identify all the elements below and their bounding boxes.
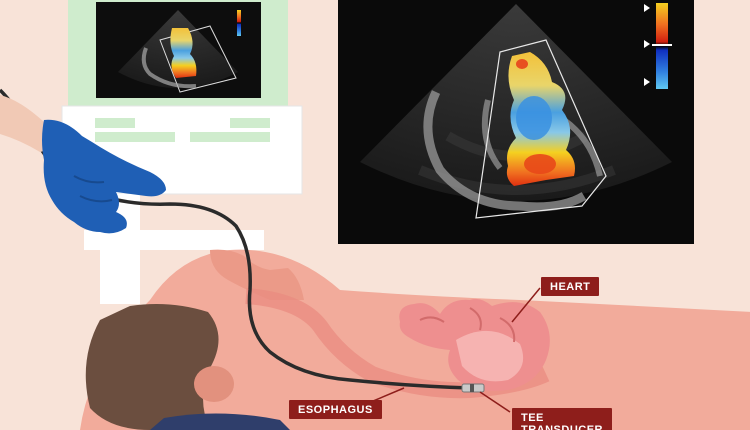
small-scan-roi-box (159, 25, 237, 93)
patient-hair (85, 304, 219, 430)
cart-shelf (84, 230, 264, 250)
gloved-hand-icon (0, 95, 166, 234)
scale-mid-arrow-icon (644, 40, 650, 48)
esophagus-label: ESOPHAGUS (289, 400, 382, 419)
scale-bottom-arrow-icon (644, 78, 650, 86)
tissue-echo-left (423, 90, 587, 212)
heart-leader-line (511, 287, 541, 323)
console-key-left (95, 132, 175, 142)
small-scale-bar (237, 10, 241, 36)
tee-leader-line (479, 391, 511, 413)
large-scan-panel (338, 0, 694, 244)
small-scan-color-flow (170, 28, 197, 78)
heart-label: HEART (541, 277, 600, 296)
patient-collar (150, 413, 290, 430)
small-scan-image (118, 10, 241, 93)
large-scan-roi-box (475, 39, 607, 219)
tee-transducer-label: TEE TRANSDUCER (512, 408, 612, 430)
scale-top-arrow-icon (644, 4, 650, 12)
tee-probe-icon (461, 383, 485, 393)
glove (42, 119, 166, 234)
console-key-right (190, 132, 270, 142)
console-button-right (230, 118, 270, 128)
patient-face (210, 249, 304, 300)
patient-ear (194, 366, 234, 402)
console-button-left (95, 118, 135, 128)
scale-baseline-mark (652, 44, 672, 46)
